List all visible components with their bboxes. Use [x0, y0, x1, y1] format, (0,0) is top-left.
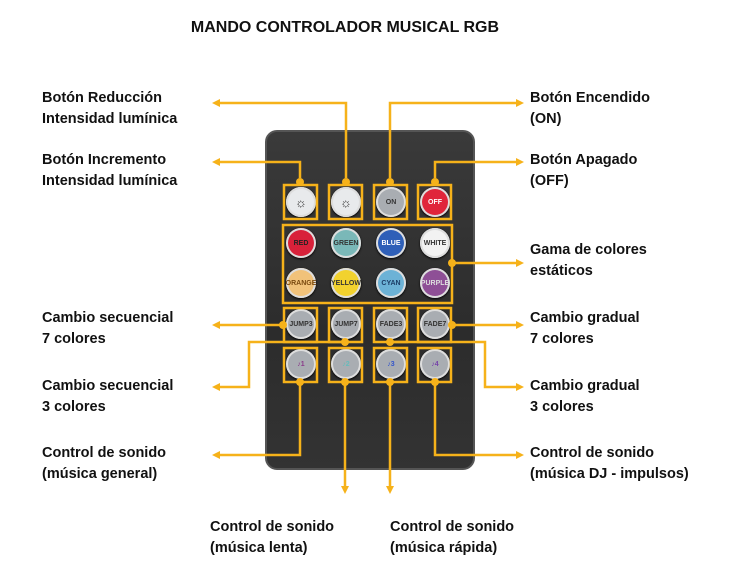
box-fade3 [372, 306, 409, 344]
music-button-1: ♪1 [286, 349, 316, 379]
box-jump7 [327, 306, 364, 344]
box-on [372, 183, 409, 221]
box-music3 [372, 346, 409, 384]
mode-button-jump7: JUMP7 [331, 309, 361, 339]
box-reduccion [327, 183, 364, 221]
label-sonido-lenta: Control de sonido(música lenta) [210, 519, 335, 556]
brightness-down-button: ☼ [331, 187, 361, 217]
label-sonido-general: Control de sonido(música general) [42, 445, 167, 482]
color-button-purple: PURPLE [420, 268, 450, 298]
box-colores [281, 223, 454, 305]
box-music2 [327, 346, 364, 384]
on-button: ON [376, 187, 406, 217]
label-encendido: Botón Encendido(ON) [530, 90, 651, 127]
label-apagado: Botón Apagado(OFF) [530, 152, 638, 189]
color-button-blue: BLUE [376, 228, 406, 258]
color-button-yellow: YELLOW [331, 268, 361, 298]
color-button-white: WHITE [420, 228, 450, 258]
box-music1 [282, 346, 319, 384]
box-jump3 [282, 306, 319, 344]
mode-button-jump3: JUMP3 [286, 309, 316, 339]
box-music4 [416, 346, 453, 384]
music-button-3: ♪3 [376, 349, 406, 379]
label-sonido-dj: Control de sonido(música DJ - impulsos) [530, 445, 689, 482]
box-off [416, 183, 453, 221]
mode-button-fade7: FADE7 [420, 309, 450, 339]
box-incremento [282, 183, 319, 221]
color-button-red: RED [286, 228, 316, 258]
color-button-orange: ORANGE [286, 268, 316, 298]
music-button-4: ♪4 [420, 349, 450, 379]
label-sonido-rapida: Control de sonido(música rápida) [390, 519, 515, 556]
color-button-cyan: CYAN [376, 268, 406, 298]
off-button: OFF [420, 187, 450, 217]
brightness-up-button: ☼ [286, 187, 316, 217]
color-button-green: GREEN [331, 228, 361, 258]
mode-button-fade3: FADE3 [376, 309, 406, 339]
diagram-title: MANDO CONTROLADOR MUSICAL RGB [190, 19, 500, 36]
box-fade7 [416, 306, 453, 344]
music-button-2: ♪2 [331, 349, 361, 379]
